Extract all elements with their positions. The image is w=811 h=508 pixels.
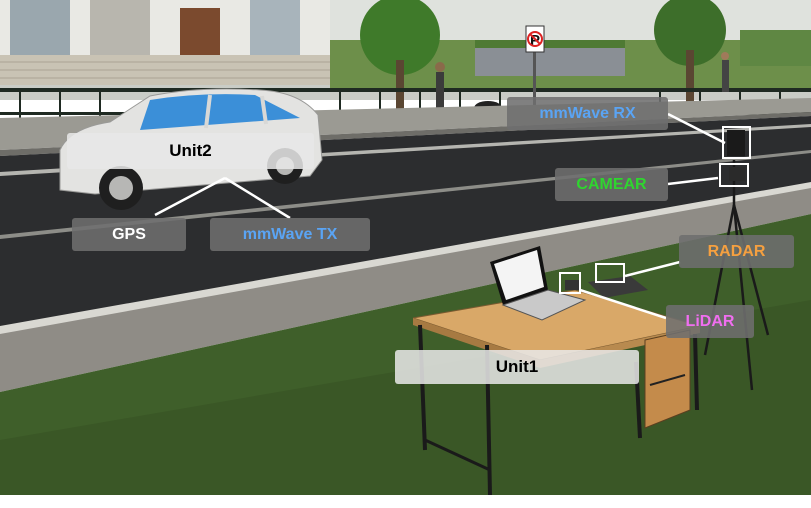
gps-connector <box>154 176 226 217</box>
radar-connector <box>624 260 681 278</box>
lidar-connector <box>579 288 667 320</box>
tree <box>654 0 726 66</box>
radar-text: RADAR <box>707 242 766 260</box>
lidar-highlight-box <box>559 272 581 294</box>
unit1-label: Unit1 <box>395 350 639 384</box>
camera-device <box>729 167 745 181</box>
planter-wall <box>475 46 625 76</box>
mmwave-tx-connector <box>224 176 291 220</box>
pedestrian <box>722 60 729 92</box>
lidar-label: LiDAR <box>666 305 754 338</box>
mmwave-tx-label: mmWave TX <box>210 218 370 251</box>
pedestrian <box>436 72 444 112</box>
unit1-text: Unit1 <box>495 357 539 376</box>
radar-highlight-box <box>595 263 625 283</box>
mmwave-rx-label: mmWave RX <box>507 97 668 130</box>
lidar-device <box>565 280 579 290</box>
mmwave-tx-text: mmWave TX <box>242 225 338 243</box>
lidar-text: LiDAR <box>685 312 735 330</box>
connector-lines <box>154 112 726 320</box>
mmwave-receiver-device <box>727 130 745 156</box>
camera-text: CAMEAR <box>576 175 647 193</box>
sign-letter: P <box>530 32 540 49</box>
unit2-text: Unit2 <box>169 141 212 160</box>
unit2-label: Unit2 <box>67 133 314 169</box>
laptop <box>490 246 587 321</box>
tree <box>360 0 440 75</box>
gps-text: GPS <box>112 225 146 243</box>
lower-sidewalk <box>0 186 811 392</box>
shop-door <box>180 8 220 58</box>
camera-connector <box>667 176 719 186</box>
mmwave-rx-highlight-box <box>722 126 751 159</box>
mmwave-rx-text: mmWave RX <box>539 104 636 122</box>
fence <box>0 88 811 92</box>
mmwave-rx-connector <box>667 112 726 145</box>
gps-label: GPS <box>72 218 186 251</box>
radar-label: RADAR <box>679 235 794 268</box>
camera-label: CAMEAR <box>555 168 668 201</box>
camera-highlight-box <box>719 163 749 187</box>
